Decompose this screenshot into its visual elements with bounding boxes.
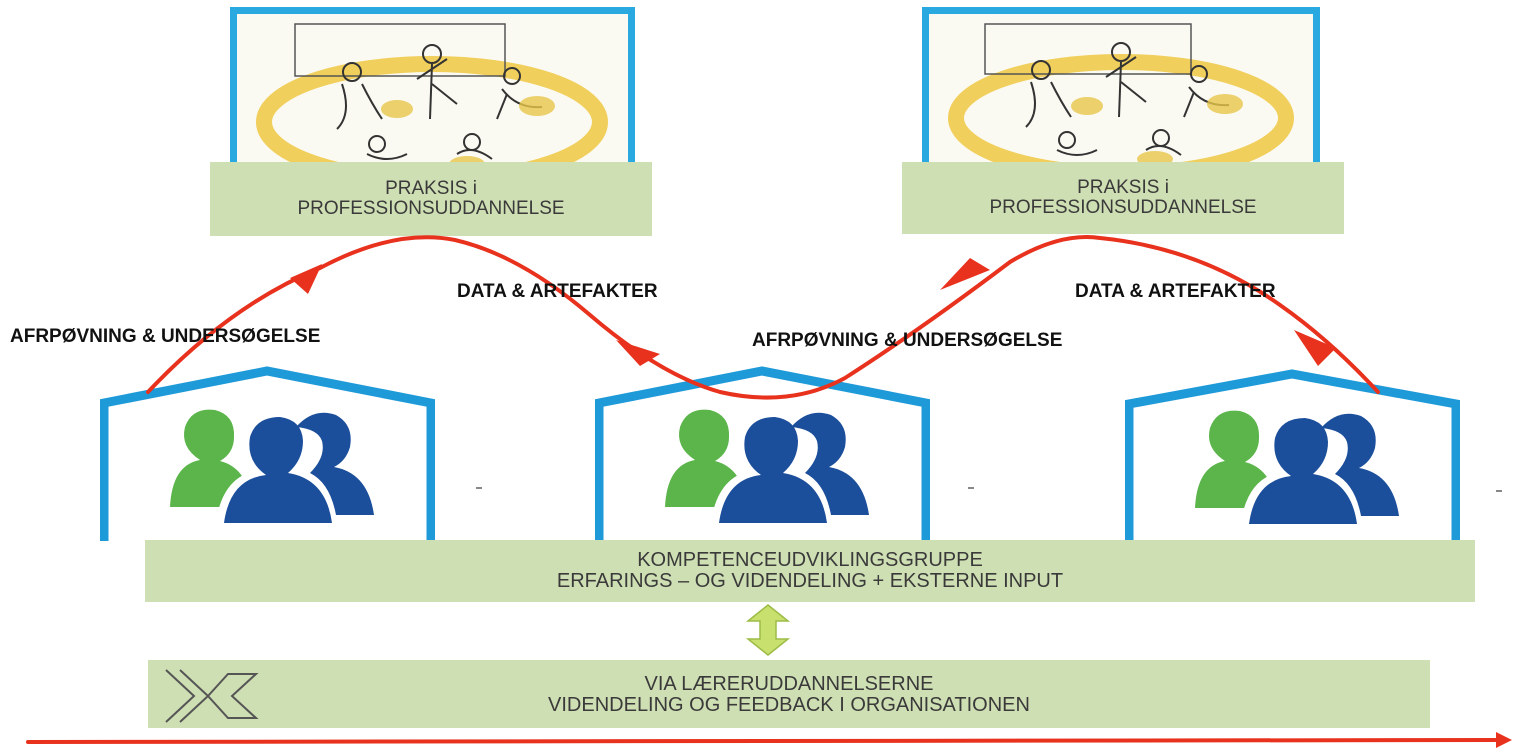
- competence-group-line1: KOMPETENCEUDVIKLINGSGRUPPE: [637, 549, 983, 571]
- competence-group-label: KOMPETENCEUDVIKLINGSGRUPPE ERFARINGS – O…: [145, 540, 1475, 602]
- people-group-icon: [1195, 409, 1399, 530]
- afproevning-label-1: AFRPØVNING & UNDERSØGELSE: [10, 326, 321, 347]
- practice-label-line1: PRAKSIS i: [1077, 177, 1169, 198]
- practice-label-1: PRAKSIS i PROFESSIONSUDDANNELSE: [210, 162, 652, 236]
- practice-label-line1: PRAKSIS i: [385, 178, 477, 199]
- organisation-line1: VIA LÆRERUDDANNELSERNE: [644, 673, 934, 695]
- separator-dash: [1496, 490, 1502, 492]
- practice-label-line2: PROFESSIONSUDDANNELSE: [989, 196, 1257, 218]
- separator-dash: [968, 487, 974, 489]
- classroom-sketch-illustration: [948, 23, 1294, 165]
- data-artefakter-label-1: DATA & ARTEFAKTER: [457, 281, 658, 302]
- practice-frame-2: [922, 7, 1320, 172]
- separator-dash: [476, 487, 482, 489]
- practice-label-2: PRAKSIS i PROFESSIONSUDDANNELSE: [902, 162, 1344, 234]
- people-group-icon: [665, 408, 869, 530]
- practice-label-line2: PROFESSIONSUDDANNELSE: [297, 197, 565, 219]
- competence-group-line2: ERFARINGS – OG VIDENDELING + EKSTERNE IN…: [556, 570, 1064, 592]
- team-house-1: [100, 366, 435, 541]
- arrowhead: [940, 258, 990, 290]
- people-group-icon: [170, 408, 374, 530]
- team-house-3: [1125, 369, 1460, 541]
- team-house-2: [595, 366, 930, 541]
- arrowhead: [616, 340, 660, 366]
- via-logo-icon: [165, 669, 259, 723]
- arrowhead: [1294, 330, 1336, 366]
- organisation-label: VIA LÆRERUDDANNELSERNE VIDENDELING OG FE…: [148, 660, 1430, 728]
- double-arrow-icon: [745, 604, 791, 656]
- organisation-line2: VIDENDELING OG FEEDBACK I ORGANISATIONEN: [548, 694, 1030, 716]
- data-artefakter-label-2: DATA & ARTEFAKTER: [1075, 281, 1276, 302]
- classroom-sketch-illustration: [256, 23, 608, 170]
- arrowhead: [1496, 732, 1512, 748]
- arrowhead: [290, 264, 322, 294]
- practice-frame-1: [230, 7, 635, 177]
- afproevning-label-2: AFRPØVNING & UNDERSØGELSE: [752, 330, 1063, 351]
